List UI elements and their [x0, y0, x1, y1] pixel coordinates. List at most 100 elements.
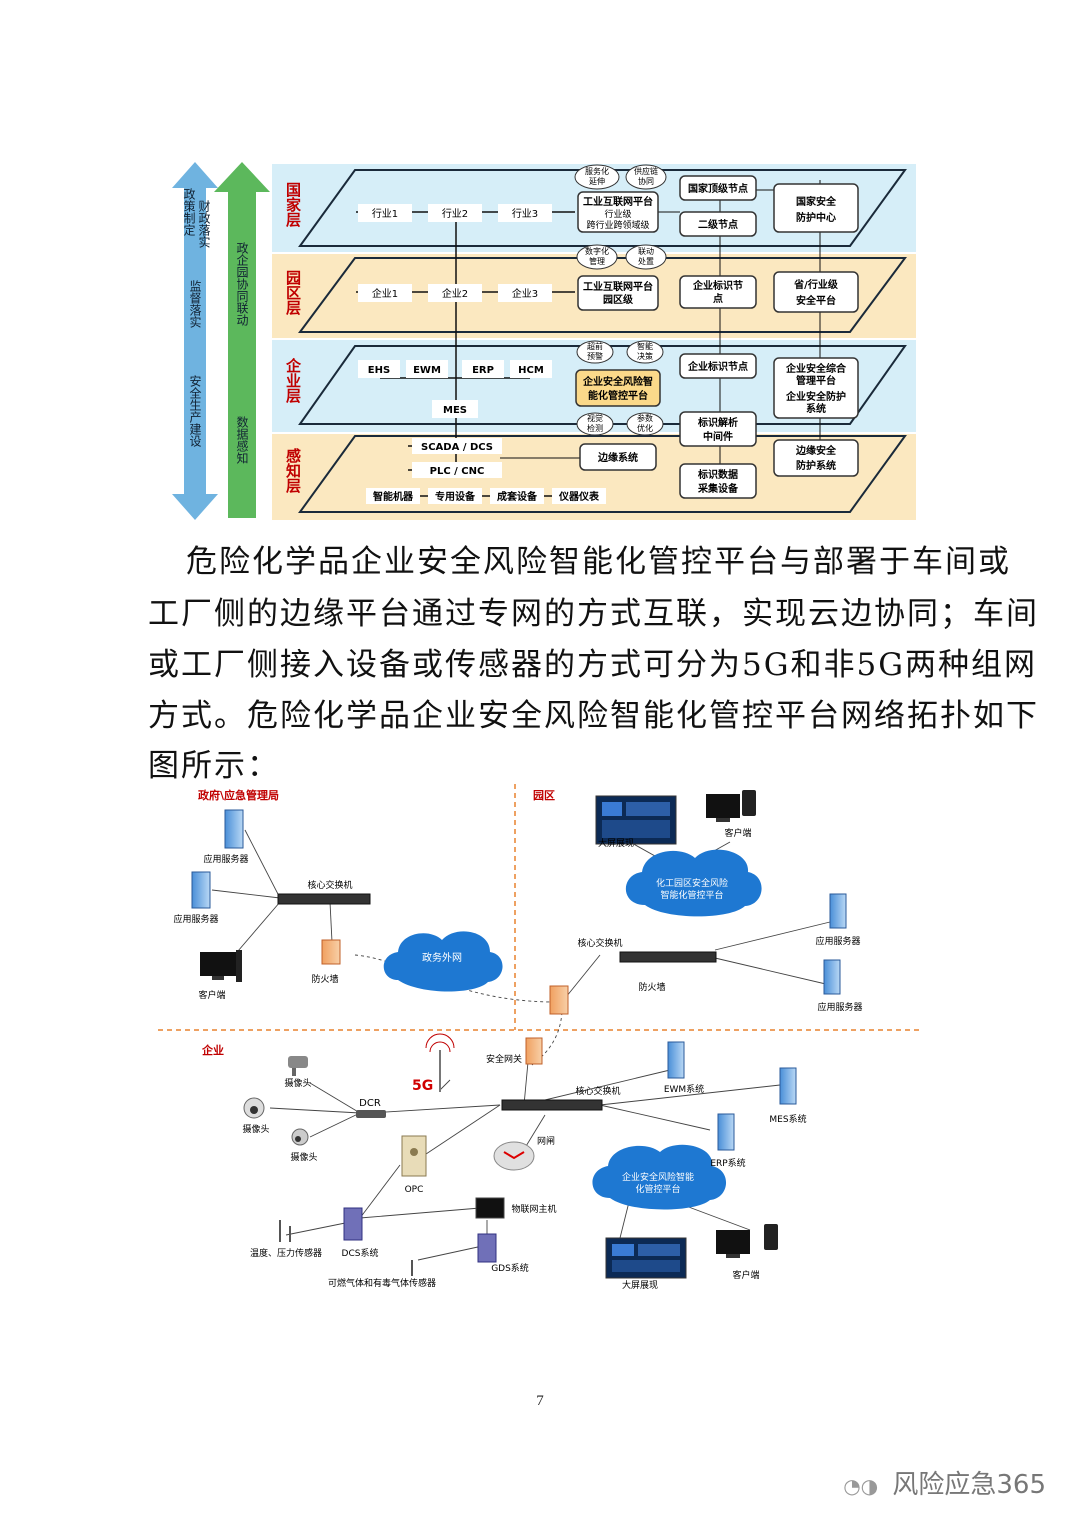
ent-cloud: 企业安全风险智能 化管控平台	[592, 1144, 727, 1210]
paragraph-line: 或工厂侧接入设备或传感器的方式可分为5G和非5G两种组网	[148, 647, 1037, 683]
svg-text:管理: 管理	[589, 256, 605, 266]
svg-text:检测: 检测	[587, 423, 603, 433]
park-cloud: 化工园区安全风险 智能化管控平台	[625, 849, 762, 917]
system-ehs: EHS	[358, 360, 400, 378]
left-label-2: 财政落实	[197, 200, 211, 248]
svg-text:企业标识节: 企业标识节	[692, 279, 743, 292]
svg-text:服务化: 服务化	[585, 166, 609, 176]
camera-icon	[291, 1128, 309, 1146]
server-icon	[823, 959, 841, 995]
device-3: 成套设备	[490, 488, 544, 504]
gov-server1-label: 应用服务器	[203, 853, 248, 865]
system-mes: MES	[432, 400, 478, 418]
svg-text:仪器仪表: 仪器仪表	[558, 490, 600, 503]
industry-1: 行业1	[358, 204, 412, 222]
top-node: 国家顶级节点	[679, 175, 757, 201]
svg-text:企业安全风险智: 企业安全风险智	[582, 375, 653, 388]
erp-label: ERP系统	[710, 1157, 745, 1169]
svg-text:PLC / CNC: PLC / CNC	[430, 466, 485, 477]
svg-text:EHS: EHS	[368, 365, 390, 376]
edge-system: 边缘系统	[579, 443, 657, 471]
park-id-node: 企业标识节点	[679, 275, 757, 309]
camera-icon	[243, 1097, 265, 1119]
camera-icon	[288, 1056, 308, 1076]
svg-text:安全平台: 安全平台	[796, 294, 836, 307]
mid-label-2: 数据感知	[235, 415, 249, 465]
svg-text:国家安全: 国家安全	[796, 195, 837, 208]
svg-text:标识数据: 标识数据	[697, 468, 738, 481]
opc-label: OPC	[405, 1185, 424, 1195]
park-switch-label: 核心交换机	[577, 937, 622, 949]
svg-text:企业1: 企业1	[372, 287, 398, 300]
camera1-label: 摄像头	[284, 1077, 311, 1089]
svg-text:边缘安全: 边缘安全	[795, 444, 837, 457]
system-hcm: HCM	[510, 360, 552, 378]
gov-server2-label: 应用服务器	[173, 913, 218, 925]
scada: SCADA / DCS	[412, 438, 502, 454]
ent-client-label: 客户端	[732, 1269, 759, 1281]
svg-text:化管控平台: 化管控平台	[635, 1183, 680, 1195]
svg-text:预警: 预警	[587, 351, 603, 361]
device-1: 智能机器	[366, 488, 420, 504]
paragraph-line: 图所示：	[148, 748, 280, 784]
svg-text:供应链: 供应链	[634, 166, 658, 176]
left-label-1: 政策制定	[182, 188, 196, 237]
park-title: 园区	[533, 789, 555, 802]
gds-label: GDS系统	[491, 1262, 529, 1274]
device-2: 专用设备	[428, 488, 482, 504]
svg-text:企业安全综合: 企业安全综合	[785, 362, 847, 375]
layer-enterprise: 企业层	[284, 357, 302, 404]
page-number: 7	[536, 1393, 544, 1409]
svg-text:SCADA / DCS: SCADA / DCS	[421, 442, 493, 453]
camera2-label: 摄像头	[242, 1123, 269, 1135]
watermark: ◔◑ 风险应急365	[843, 1464, 1046, 1501]
switch-icon	[501, 1099, 603, 1111]
dcs-label: DCS系统	[342, 1247, 379, 1259]
svg-text:跨行业跨领域级: 跨行业跨领域级	[586, 219, 649, 231]
svg-text:企业安全防护: 企业安全防护	[785, 390, 846, 403]
system-ewm: EWM	[406, 360, 448, 378]
client-icon	[200, 950, 242, 982]
wechat-icon: ◔◑	[843, 1474, 879, 1498]
server-icon	[717, 1113, 735, 1151]
svg-text:化工园区安全风险: 化工园区安全风险	[656, 877, 728, 889]
svg-text:行业2: 行业2	[442, 207, 468, 220]
svg-text:成套设备: 成套设备	[497, 490, 538, 503]
svg-text:行业3: 行业3	[512, 207, 538, 220]
svg-text:标识解析: 标识解析	[697, 416, 738, 429]
park-firewall-label: 防火墙	[638, 981, 665, 993]
ent-switch-label: 核心交换机	[575, 1085, 620, 1097]
industry-2: 行业2	[428, 204, 482, 222]
svg-text:政务外网: 政务外网	[422, 951, 462, 964]
server-icon	[224, 809, 244, 849]
device-4: 仪器仪表	[552, 488, 606, 504]
svg-text:二级节点: 二级节点	[698, 218, 738, 231]
iot-host-icon	[475, 1197, 505, 1219]
plc: PLC / CNC	[412, 462, 502, 478]
second-node: 二级节点	[679, 211, 757, 237]
layer-national: 国家层	[284, 182, 302, 228]
policy-arrow	[172, 162, 218, 520]
server-icon	[667, 1041, 685, 1079]
5g-tower-icon	[425, 1033, 455, 1092]
gas-sensor-label: 可燃气体和有毒气体传感器	[328, 1277, 436, 1289]
svg-text:MES: MES	[443, 405, 467, 416]
svg-text:智能化管控平台: 智能化管控平台	[660, 889, 723, 901]
svg-text:防护中心: 防护中心	[796, 211, 836, 224]
svg-text:工业互联网平台: 工业互联网平台	[583, 195, 653, 208]
svg-text:采集设备: 采集设备	[697, 482, 739, 495]
temp-sensor-label: 温度、压力传感器	[250, 1247, 322, 1259]
svg-text:智能机器: 智能机器	[373, 490, 414, 503]
paragraph-line: 工厂侧的边缘平台通过专网的方式互联，实现云边协同；车间	[148, 596, 1039, 632]
server-icon	[779, 1067, 797, 1105]
svg-text:处置: 处置	[638, 256, 654, 266]
system-erp: ERP	[462, 360, 504, 378]
5g-label: 5G	[412, 1078, 433, 1094]
